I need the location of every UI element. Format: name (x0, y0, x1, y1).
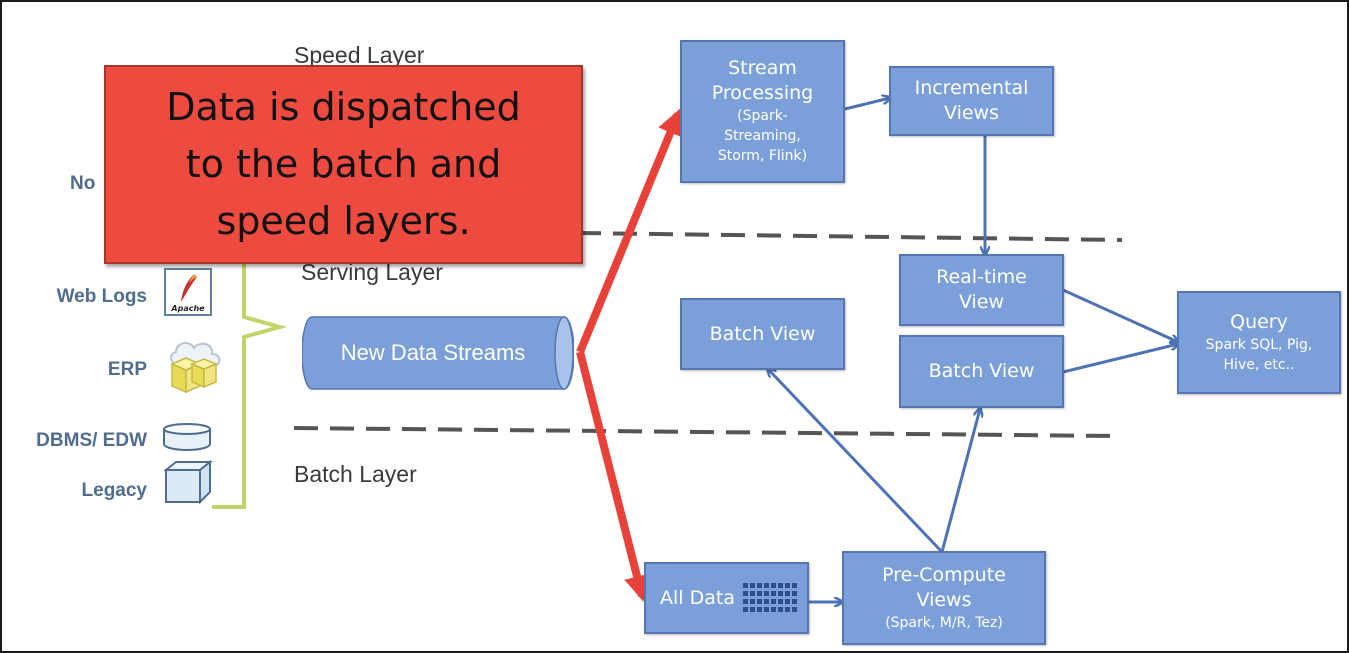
realtime-view-box: Real-time View (899, 254, 1064, 326)
incremental-views-line1: Incremental (914, 77, 1029, 100)
new-data-streams-cylinder (302, 316, 574, 390)
pre-compute-sub: (Spark, M/R, Tez) (885, 614, 1003, 631)
apache-logo-text: Apache (170, 304, 205, 313)
red-arrow-to-batch-layer (576, 351, 650, 602)
source-label-erp: ERP (107, 359, 147, 380)
callout-line1: Data is dispatched (166, 85, 521, 129)
all-data-label: All Data (660, 586, 735, 609)
source-label-legacy: Legacy (81, 480, 147, 501)
incremental-views-line2: Views (944, 102, 999, 124)
arrow-batchview-to-query (1062, 344, 1178, 374)
query-sub-2: Hive, etc.. (1223, 356, 1295, 373)
query-title: Query (1230, 310, 1288, 333)
realtime-view-line1: Real-time (936, 266, 1027, 289)
stream-processing-sub-2: Streaming, (724, 128, 801, 145)
pre-compute-views-box: Pre-Compute Views (Spark, M/R, Tez) (842, 551, 1046, 645)
cloud-server-icon (170, 342, 221, 394)
batch-view-serving-label: Batch View (928, 360, 1035, 383)
arrow-stream-to-incremental (844, 98, 890, 111)
callout-line3: speed layers. (216, 199, 471, 243)
apache-feather-icon: Apache (164, 268, 212, 316)
batch-layer-label: Batch Layer (294, 461, 417, 487)
stream-processing-title-1: Stream (728, 57, 797, 80)
dispatch-callout: Data is dispatched to the batch and spee… (104, 65, 583, 264)
arrow-precompute-to-batchview-left (768, 369, 944, 554)
database-icon (163, 423, 211, 451)
batch-view-serving-box: Batch View (899, 335, 1064, 408)
source-label-dbms: DBMS/ EDW (36, 430, 147, 451)
pre-compute-line2: Views (916, 588, 972, 611)
pre-compute-line1: Pre-Compute (882, 564, 1006, 587)
stream-processing-sub-1: (Spark- (737, 107, 788, 124)
arrow-realtime-to-query (1062, 288, 1178, 342)
incremental-views-box: Incremental Views (889, 66, 1054, 136)
stream-processing-title-2: Processing (711, 82, 814, 105)
batch-view-left-box: Batch View (680, 298, 845, 370)
arrow-precompute-to-batchview-serving (940, 409, 980, 553)
query-sub-1: Spark SQL, Pig, (1205, 336, 1313, 353)
new-data-streams-label: New Data Streams (340, 340, 526, 365)
source-label-partial: No (70, 173, 96, 194)
separator-speed-serving (576, 231, 1123, 242)
source-label-web-logs: Web Logs (56, 286, 147, 307)
stream-processing-box: Stream Processing (Spark- Streaming, Sto… (680, 40, 845, 183)
stream-processing-sub-3: Storm, Flink) (717, 148, 808, 165)
query-box: Query Spark SQL, Pig, Hive, etc.. (1177, 291, 1341, 394)
all-data-box: All Data (644, 562, 809, 634)
data-grid-icon (742, 583, 797, 612)
red-arrow-to-speed-layer (576, 108, 683, 354)
cube-icon (164, 460, 213, 504)
callout-line2: to the batch and (185, 142, 502, 186)
batch-view-left-label: Batch View (709, 322, 816, 345)
separator-serving-batch (293, 426, 1118, 438)
realtime-view-line2: View (958, 291, 1005, 313)
speed-layer-label: Speed Layer (294, 42, 425, 68)
